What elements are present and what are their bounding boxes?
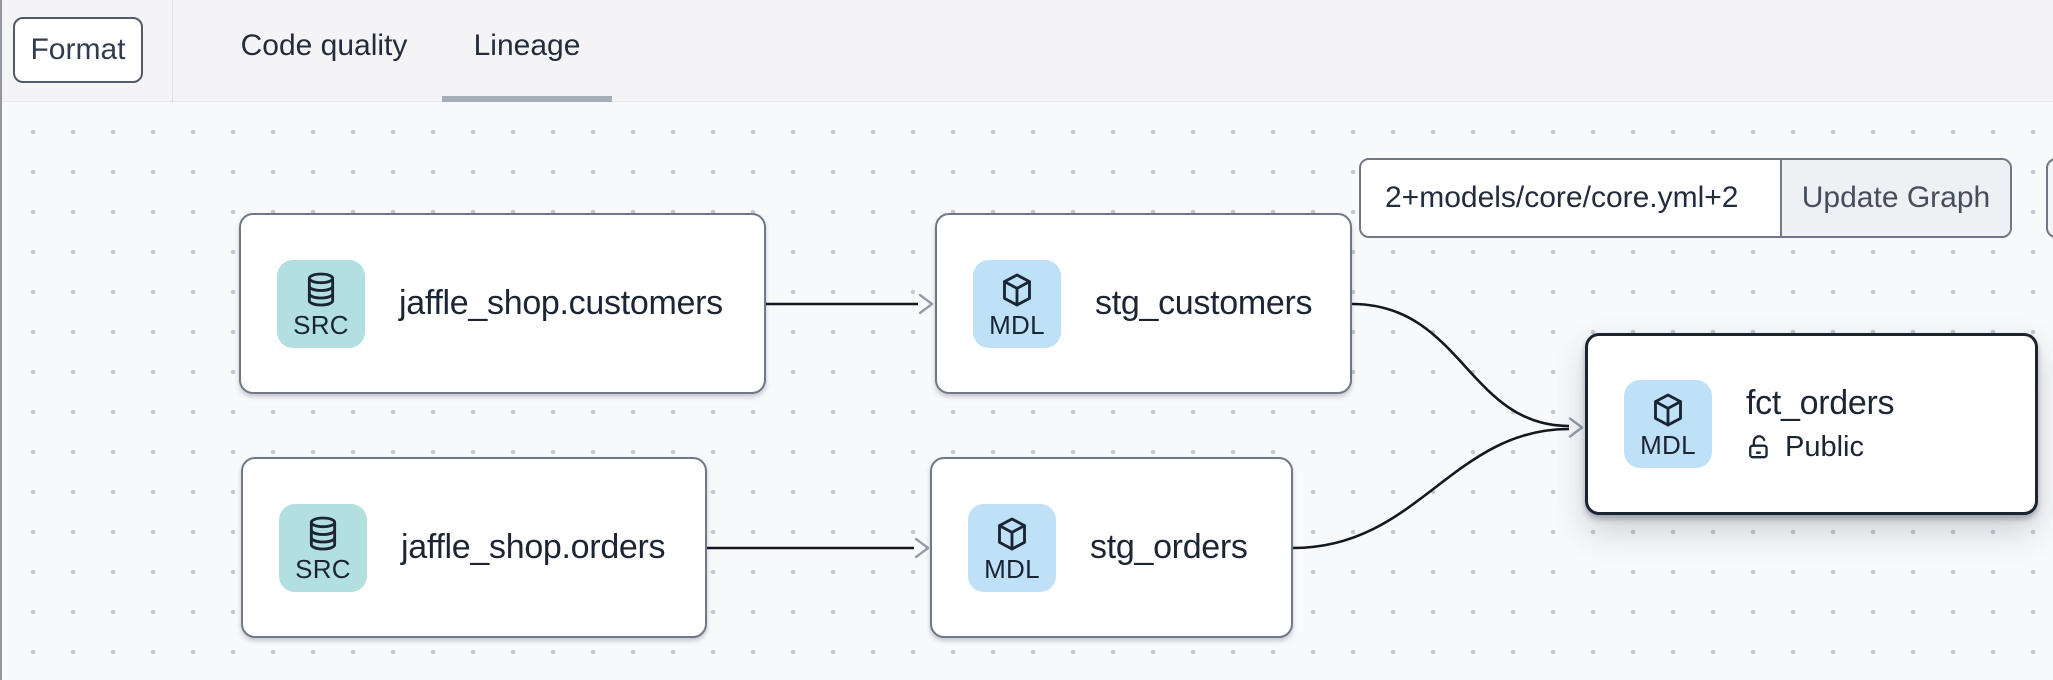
node-jaffle-shop-customers[interactable]: SRC jaffle_shop.customers — [239, 213, 766, 394]
cube-icon — [998, 517, 1026, 550]
update-graph-button[interactable]: Update Graph — [1780, 160, 2010, 236]
header-divider — [172, 0, 173, 102]
access-subtitle: Public — [1746, 431, 1894, 464]
source-badge: SRC — [279, 503, 367, 592]
source-badge: SRC — [277, 259, 365, 348]
clipped-toolbar-button[interactable] — [2046, 158, 2053, 238]
tab-bar: Code quality Lineage — [206, 0, 612, 102]
badge-label: SRC — [295, 553, 351, 584]
node-text-column: fct_orders Public — [1746, 384, 1894, 464]
cube-icon — [1654, 393, 1682, 427]
database-icon — [307, 272, 335, 306]
format-button[interactable]: Format — [13, 17, 143, 83]
selector-toolbar: Update Graph — [1359, 158, 2012, 238]
panel-edge-divider — [0, 0, 2, 680]
active-tab-indicator — [442, 96, 612, 102]
node-jaffle-shop-orders[interactable]: SRC jaffle_shop.orders — [241, 457, 707, 638]
node-label: stg_orders — [1090, 528, 1248, 566]
tab-lineage-label: Lineage — [473, 29, 581, 62]
model-badge: MDL — [968, 503, 1056, 592]
unlock-icon — [1749, 435, 1768, 459]
cube-icon — [1003, 273, 1031, 306]
access-label: Public — [1785, 431, 1864, 463]
node-label: jaffle_shop.customers — [399, 284, 723, 322]
badge-label: MDL — [984, 553, 1040, 584]
model-badge: MDL — [973, 259, 1061, 348]
badge-label: SRC — [293, 309, 349, 340]
selector-input[interactable] — [1361, 160, 1780, 236]
database-icon — [309, 516, 337, 550]
tab-code-quality[interactable]: Code quality — [240, 29, 408, 62]
node-fct-orders[interactable]: MDL fct_orders Public — [1585, 333, 2038, 515]
node-stg-customers[interactable]: MDL stg_customers — [935, 213, 1352, 394]
node-label: stg_customers — [1095, 284, 1313, 322]
badge-label: MDL — [989, 309, 1045, 340]
tab-lineage[interactable]: Lineage — [442, 0, 612, 102]
badge-label: MDL — [1640, 430, 1696, 460]
node-stg-orders[interactable]: MDL stg_orders — [930, 457, 1293, 638]
node-label: fct_orders — [1746, 384, 1895, 422]
node-label: jaffle_shop.orders — [401, 528, 666, 566]
model-badge: MDL — [1624, 380, 1712, 468]
lineage-header-bar: Format Code quality Lineage — [0, 0, 2053, 102]
